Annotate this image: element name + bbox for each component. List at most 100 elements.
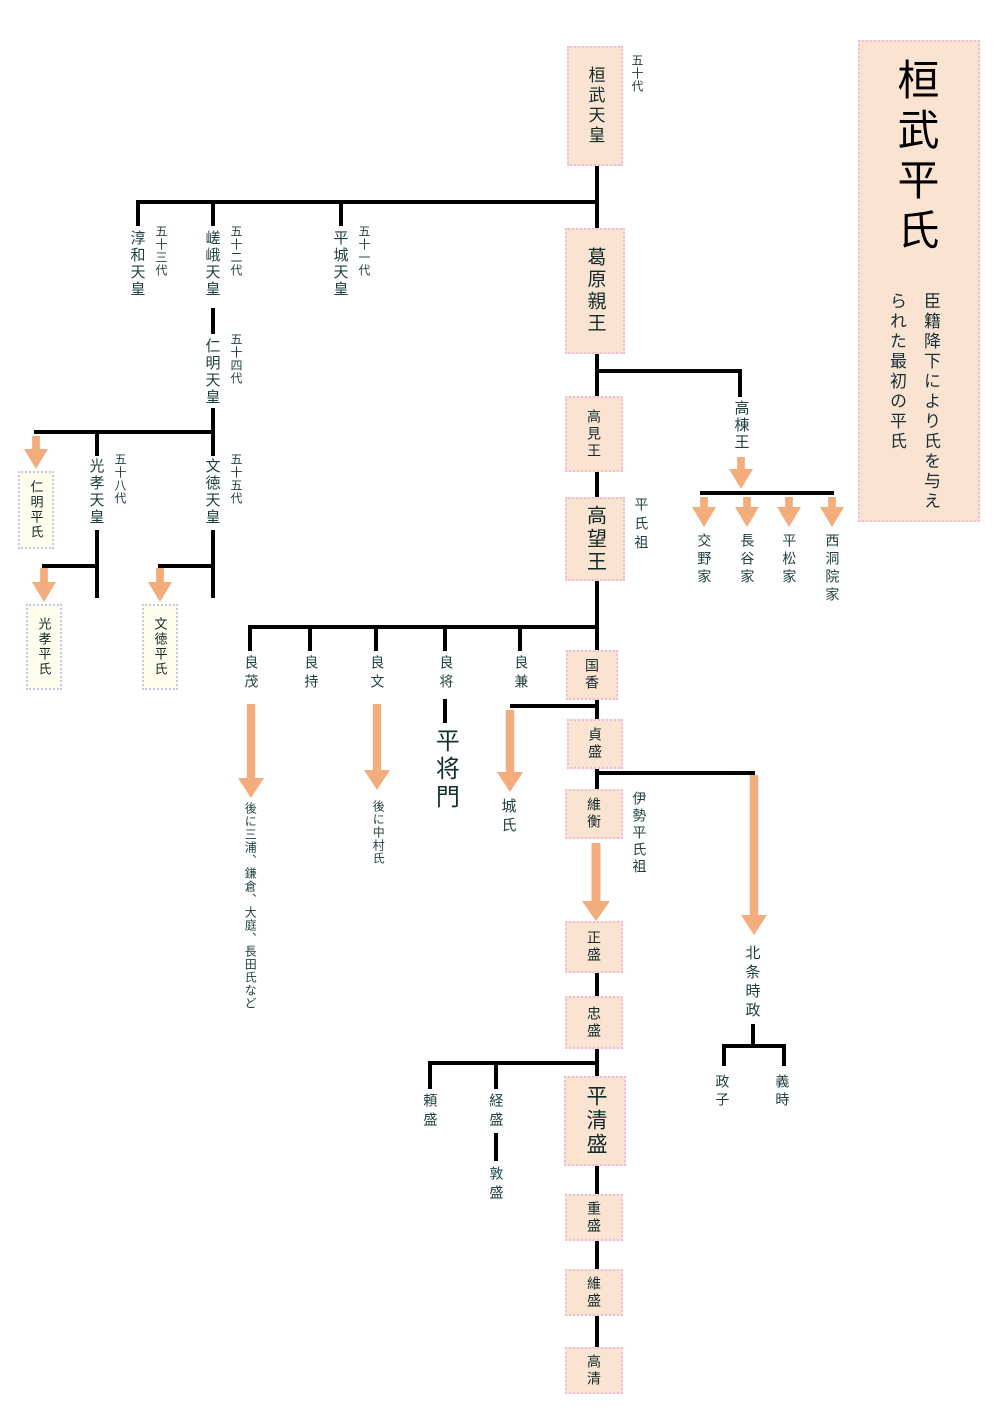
line-kiyomori-shigemori xyxy=(595,1166,599,1194)
line-hojo-branch xyxy=(595,771,755,775)
node-masako: 政子 xyxy=(714,1074,731,1110)
line-takamune-branch xyxy=(595,369,742,373)
line-takami-takamochi xyxy=(595,472,599,497)
node-tsunemori: 経盛 xyxy=(488,1093,505,1131)
node-yoshitoki: 義時 xyxy=(774,1074,791,1110)
descent-arrow-joshi xyxy=(497,710,523,792)
node-koko-tenno: 光孝天皇 xyxy=(87,458,105,526)
gen-label-junna: 五十三代 xyxy=(154,225,168,277)
line-masako-stub xyxy=(722,1044,726,1066)
descent-arrow-korehira-masamori xyxy=(582,843,610,921)
line-ninmyo-down xyxy=(211,408,215,434)
descent-arrow-takamune xyxy=(729,457,753,489)
line-koko-stub xyxy=(95,430,99,456)
descent-arrow-hiramatsu xyxy=(777,497,801,527)
line-takamune-stub xyxy=(738,369,742,397)
gen-label-koko: 五十八代 xyxy=(113,453,127,505)
node-montoku-heishi: 文徳平氏 xyxy=(142,604,178,690)
descent-arrow-koko-heishi xyxy=(32,568,56,602)
descent-arrow-hojo xyxy=(741,775,767,935)
node-takakiyo: 高清 xyxy=(565,1347,623,1394)
line-joshi-tee xyxy=(510,704,599,708)
node-sadamori: 貞盛 xyxy=(567,719,623,769)
line-tadamori-down xyxy=(595,1049,599,1063)
chart-subtitle-line2: られた最初の平氏 xyxy=(887,292,906,452)
node-korehira: 維衡 xyxy=(565,789,623,839)
node-takamune-o: 高棟王 xyxy=(732,400,750,451)
node-yoshifumi: 良文 xyxy=(369,655,386,693)
gen-label-kanmu: 五十代 xyxy=(630,54,644,93)
line-yoshifumi-stub xyxy=(374,625,378,651)
line-koremori-takakiyo xyxy=(595,1316,599,1347)
node-masamori: 正盛 xyxy=(565,921,623,973)
node-kazurawara-shinno: 葛原親王 xyxy=(565,228,625,354)
node-hojo-tokimasa: 北条時政 xyxy=(743,945,761,1021)
node-yorimori: 頼盛 xyxy=(422,1093,439,1131)
node-yoshimasa: 良将 xyxy=(438,655,455,693)
descent-arrow-montoku-heishi xyxy=(148,568,172,602)
gen-label-saga: 五十二代 xyxy=(229,225,243,277)
line-yorimori-stub xyxy=(428,1061,432,1089)
line-kanmu-down xyxy=(595,166,599,204)
line-ninmyo-tee xyxy=(34,430,215,434)
node-katano-ke: 交野家 xyxy=(696,533,713,587)
line-heizei-stub xyxy=(339,200,343,226)
node-shigemori: 重盛 xyxy=(565,1194,623,1241)
line-yoshitoki-stub xyxy=(782,1044,786,1066)
node-junna-tenno: 淳和天皇 xyxy=(128,230,146,298)
node-kiyomori: 平清盛 xyxy=(564,1076,626,1166)
node-ninmyo-heishi: 仁明平氏 xyxy=(18,471,54,549)
gen-label-ninmyo: 五十四代 xyxy=(229,333,243,385)
node-takamochi-o: 高望王 xyxy=(565,497,625,581)
node-yoshikane: 良兼 xyxy=(513,655,530,693)
descent-arrow-yoshishige xyxy=(238,704,264,798)
node-masakado: 平将門 xyxy=(431,728,459,812)
node-atsumori: 敦盛 xyxy=(488,1166,505,1204)
line-takamune-families xyxy=(700,491,834,495)
line-sadamori-korehira xyxy=(595,769,599,789)
line-montoku-stub xyxy=(211,430,215,456)
line-kanmu-kazurawara xyxy=(595,204,599,230)
line-masamori-tadamori xyxy=(595,973,599,996)
line-yoshikane-stub xyxy=(518,625,522,651)
node-nishinotoin-ke: 西洞院家 xyxy=(824,533,841,605)
node-ninmyo-tenno: 仁明天皇 xyxy=(203,338,221,406)
descent-arrow-katano xyxy=(692,497,716,527)
node-yoshimochi: 良持 xyxy=(303,655,320,693)
node-kanmu-tenno: 桓武天皇 xyxy=(567,46,623,166)
line-kunika-sadamori xyxy=(595,700,599,719)
chart-title: 桓武平氏 xyxy=(892,58,939,258)
node-kunika: 国香 xyxy=(566,650,618,700)
line-spine-kunika xyxy=(595,627,599,650)
node-takami-o: 高見王 xyxy=(565,396,623,472)
line-yoshimasa-stub xyxy=(443,625,447,651)
line-spine-kiyomori xyxy=(595,1061,599,1076)
node-koko-heishi: 光孝平氏 xyxy=(26,604,62,690)
line-sons-branch xyxy=(248,625,599,629)
line-junna-stub xyxy=(136,200,140,226)
descent-arrow-ninmyo-heishi xyxy=(24,436,48,469)
descent-arrow-nishinotoin xyxy=(820,497,844,527)
node-montoku-tenno: 文徳天皇 xyxy=(203,458,221,526)
line-top-branch xyxy=(136,200,598,204)
gen-label-montoku: 五十五代 xyxy=(229,453,243,505)
line-montoku-tee xyxy=(158,564,215,568)
line-koko-tee xyxy=(42,564,99,568)
chart-subtitle-line1: 臣籍降下により氏を与え xyxy=(921,292,940,512)
note-heishi-so: 平氏祖 xyxy=(633,497,650,554)
descent-arrow-hase xyxy=(735,497,759,527)
node-heizei-tenno: 平城天皇 xyxy=(331,230,349,298)
note-yoshishige-descendants: 後に三浦、鎌倉、大庭、長田氏など xyxy=(243,802,258,1010)
note-ise-heishi-so: 伊勢平氏祖 xyxy=(631,791,648,876)
line-shigemori-koremori xyxy=(595,1241,599,1269)
line-kazurawara-down xyxy=(595,354,599,396)
line-tsunemori-atsumori xyxy=(494,1133,498,1161)
line-yoshimochi-stub xyxy=(308,625,312,651)
line-hojo-kids xyxy=(722,1044,786,1048)
title-box: 桓武平氏 臣籍降下により氏を与え られた最初の平氏 xyxy=(858,40,980,522)
gen-label-heizei: 五十一代 xyxy=(357,225,371,277)
line-kiyomori-branch xyxy=(428,1061,599,1065)
line-yoshishige-stub xyxy=(248,625,252,651)
node-hase-ke: 長谷家 xyxy=(739,533,756,587)
